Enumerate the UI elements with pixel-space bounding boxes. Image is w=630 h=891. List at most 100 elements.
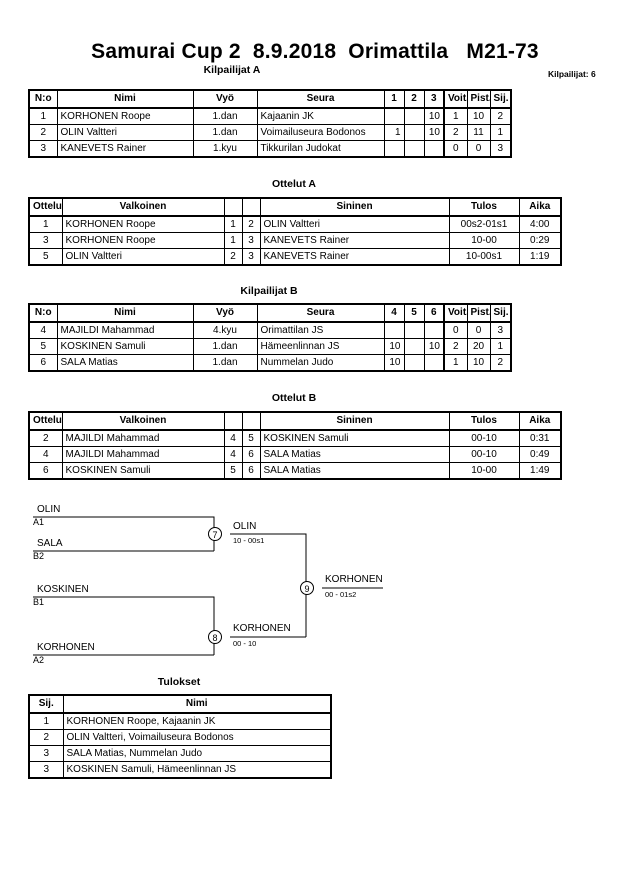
cell-club: Voimailuseura Bodonos (256, 124, 385, 141)
cell-points: 10 (466, 354, 491, 372)
col-club: Seura (256, 89, 385, 109)
cell-name: OLIN Valtteri (56, 124, 194, 141)
cell-m4 (383, 321, 405, 339)
bracket-node-number: 7 (208, 527, 222, 541)
cell-name: KORHONEN Roope, Kajaanin JK (62, 712, 332, 730)
col-wins: Voit. (443, 303, 468, 323)
page-title: Samurai Cup 2 8.9.2018 Orimattila M21-73 (91, 40, 539, 63)
cell-m2 (403, 140, 425, 158)
cell-time: 0:29 (518, 232, 562, 249)
cell-name: KANEVETS Rainer (56, 140, 194, 158)
cell-points: 0 (466, 140, 491, 158)
cell-white-no: 2 (223, 248, 243, 266)
pool-a-heading: Kilpailijat A (203, 64, 261, 76)
col-time: Aika (518, 197, 562, 217)
cell-result: 00-10 (448, 446, 520, 463)
col-club: Seura (256, 303, 385, 323)
cell-m3: 10 (423, 124, 445, 141)
results-heading: Tulokset (157, 676, 201, 688)
col-match-no: Ottelu (28, 197, 63, 217)
cell-result: 10-00 (448, 232, 520, 249)
matches-b-heading: Ottelut B (271, 392, 317, 404)
cell-white-no: 4 (223, 429, 243, 447)
cell-white: MAJILDI Mahammad (61, 446, 225, 463)
col-rank: Sij. (489, 89, 512, 109)
cell-white: OLIN Valtteri (61, 248, 225, 266)
col-blue-no (241, 197, 261, 217)
cell-rank: 2 (28, 729, 64, 746)
col-points: Pist. (466, 303, 491, 323)
col-m3: 3 (423, 89, 445, 109)
cell-match-no: 6 (28, 462, 63, 480)
cell-club: Kajaanin JK (256, 107, 385, 125)
cell-blue-no: 3 (241, 232, 261, 249)
cell-belt: 1.dan (192, 338, 258, 355)
col-name: Nimi (62, 694, 332, 714)
table-row: 4 MAJILDI Mahammad 4.kyu Orimattilan JS … (28, 321, 512, 339)
cell-name: KORHONEN Roope (56, 107, 194, 125)
cell-match-no: 4 (28, 446, 63, 463)
bracket-entry-seed: B2 (33, 551, 45, 561)
cell-rank: 3 (28, 761, 64, 779)
table-row: 1 KORHONEN Roope, Kajaanin JK (28, 712, 332, 730)
cell-m4: 10 (383, 354, 405, 372)
cell-m5 (403, 321, 425, 339)
table-row: 3 KOSKINEN Samuli, Hämeenlinnan JS (28, 761, 332, 779)
col-result: Tulos (448, 197, 520, 217)
cell-blue: OLIN Valtteri (259, 215, 450, 233)
cell-wins: 1 (443, 107, 468, 125)
cell-blue: SALA Matias (259, 462, 450, 480)
bracket-entry-name: KOSKINEN (37, 584, 89, 595)
bracket-node-score: 00 - 10 (233, 639, 257, 648)
cell-belt: 1.dan (192, 124, 258, 141)
col-m4: 4 (383, 303, 405, 323)
col-belt: Vyö (192, 89, 258, 109)
col-rank: Sij. (489, 303, 512, 323)
col-m6: 6 (423, 303, 445, 323)
cell-m4: 10 (383, 338, 405, 355)
col-name: Nimi (56, 89, 194, 109)
cell-m1 (383, 107, 405, 125)
pool-b-heading: Kilpailijat B (240, 285, 298, 297)
bracket-node-winner: KORHONEN (233, 623, 291, 634)
cell-white-no: 4 (223, 446, 243, 463)
pool-b-table: N:o Nimi Vyö Seura 4 5 6 Voit. Pist. Sij… (28, 303, 512, 372)
cell-points: 0 (466, 321, 491, 339)
col-white: Valkoinen (61, 411, 225, 431)
cell-white: KORHONEN Roope (61, 232, 225, 249)
table-row: 2 MAJILDI Mahammad 4 5 KOSKINEN Samuli 0… (28, 429, 562, 447)
cell-rank: 3 (489, 321, 512, 339)
cell-blue: KANEVETS Rainer (259, 248, 450, 266)
cell-white: KORHONEN Roope (61, 215, 225, 233)
cell-rank: 1 (489, 338, 512, 355)
cell-time: 1:49 (518, 462, 562, 480)
cell-no: 3 (28, 140, 58, 158)
cell-name: MAJILDI Mahammad (56, 321, 194, 339)
cell-belt: 1.dan (192, 354, 258, 372)
bracket-entry-seed: B1 (33, 597, 45, 607)
cell-time: 1:19 (518, 248, 562, 266)
cell-wins: 0 (443, 140, 468, 158)
cell-no: 4 (28, 321, 58, 339)
bracket-node-number: 8 (208, 630, 222, 644)
col-wins: Voit. (443, 89, 468, 109)
bracket-entry-name: SALA (37, 538, 63, 549)
cell-result: 10-00 (448, 462, 520, 480)
cell-white-no: 5 (223, 462, 243, 480)
cell-match-no: 2 (28, 429, 63, 447)
cell-white-no: 1 (223, 215, 243, 233)
cell-white: MAJILDI Mahammad (61, 429, 225, 447)
cell-m5 (403, 354, 425, 372)
cell-club: Orimattilan JS (256, 321, 385, 339)
table-row: 3 KORHONEN Roope 1 3 KANEVETS Rainer 10-… (28, 232, 562, 249)
table-row: 3 SALA Matias, Nummelan Judo (28, 745, 332, 762)
col-blue-no (241, 411, 261, 431)
bracket-entry-seed: A1 (33, 517, 45, 527)
cell-m1: 1 (383, 124, 405, 141)
table-row: 1 KORHONEN Roope 1.dan Kajaanin JK 10 1 … (28, 107, 512, 125)
col-result: Tulos (448, 411, 520, 431)
col-time: Aika (518, 411, 562, 431)
cell-points: 11 (466, 124, 491, 141)
cell-m2 (403, 107, 425, 125)
